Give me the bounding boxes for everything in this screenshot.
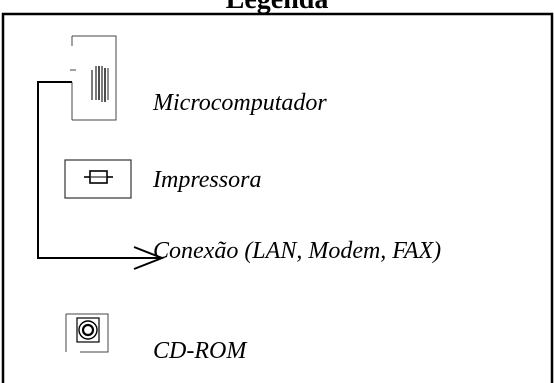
connection-arrow-icon bbox=[37, 81, 165, 270]
cd-rom-icon bbox=[65, 313, 109, 353]
printer-icon bbox=[64, 159, 132, 199]
legend-title: Legenda bbox=[0, 0, 554, 14]
connection-label: Conexão (LAN, Modem, FAX) bbox=[153, 238, 442, 264]
cd-rom-label: CD-ROM bbox=[153, 338, 247, 364]
microcomputer-label: Microcomputador bbox=[153, 90, 327, 116]
printer-label: Impressora bbox=[153, 167, 262, 193]
microcomputer-icon bbox=[70, 35, 117, 121]
